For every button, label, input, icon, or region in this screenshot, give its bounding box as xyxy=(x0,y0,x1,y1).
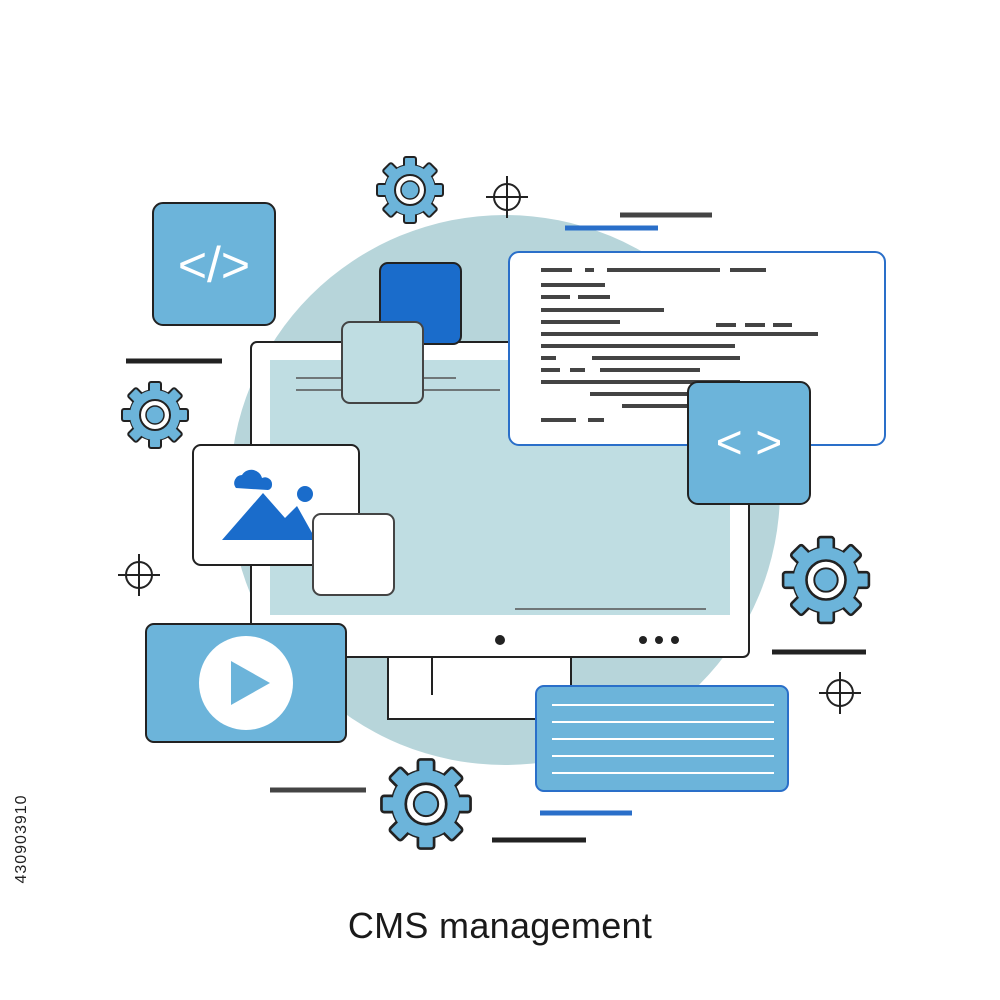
gear-icon xyxy=(121,381,189,449)
video-card xyxy=(145,623,347,743)
image-card xyxy=(192,444,395,596)
caption-title: CMS management xyxy=(347,905,653,946)
crosshair-icon xyxy=(485,175,529,219)
angle-brackets-card: < > xyxy=(687,381,811,505)
crosshair-icon xyxy=(117,553,161,597)
angle-brackets-icon: < > xyxy=(716,416,783,468)
stock-id-label: 430903910 xyxy=(13,794,30,884)
gear-icon xyxy=(380,758,472,850)
gear-icon xyxy=(781,535,871,625)
code-tag-icon: </> xyxy=(178,237,250,293)
image-icon xyxy=(222,469,316,540)
code-tag-card: </> xyxy=(152,202,276,326)
crosshair-icon xyxy=(818,671,862,715)
text-panel-icon xyxy=(535,685,789,792)
decorative-lines xyxy=(126,212,866,843)
light-square xyxy=(341,321,424,404)
gear-icon xyxy=(376,156,444,224)
play-icon xyxy=(231,661,270,705)
